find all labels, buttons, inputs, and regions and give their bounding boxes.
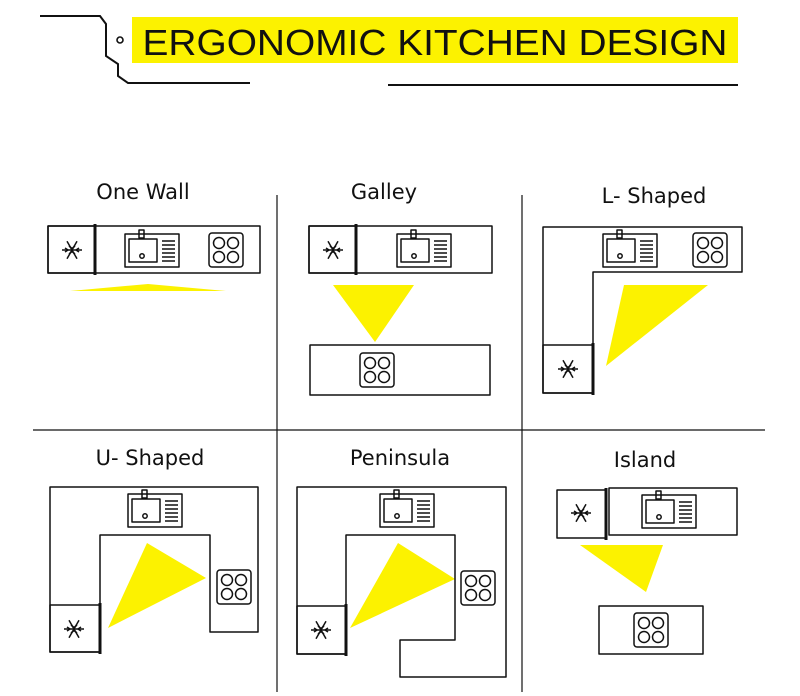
- snowflake-icon: [310, 620, 332, 640]
- counter-opposite: [309, 344, 491, 396]
- work-triangle-galley: [333, 285, 414, 342]
- island-counter: [598, 605, 704, 655]
- stove-icon: [208, 232, 244, 268]
- snowflake-icon: [61, 240, 83, 260]
- sink-icon: [396, 229, 452, 268]
- sink-icon: [124, 229, 180, 268]
- layout-one-wall: [47, 224, 261, 275]
- layout-peninsula: [296, 486, 507, 678]
- layout-label-peninsula: Peninsula: [350, 446, 450, 470]
- work-triangle-l-shaped: [606, 285, 708, 366]
- sink-icon: [127, 489, 183, 528]
- layout-label-u-shaped: U- Shaped: [96, 446, 205, 470]
- layout-u-shaped: [49, 486, 259, 654]
- layout-label-galley: Galley: [351, 180, 417, 204]
- layout-label-l-shaped: L- Shaped: [602, 184, 707, 208]
- snowflake-icon: [63, 619, 85, 639]
- work-triangles: [70, 284, 708, 628]
- snowflake-icon: [557, 359, 579, 379]
- layout-galley: [308, 224, 493, 396]
- sink-icon: [641, 490, 697, 529]
- work-triangle-u-shaped: [108, 543, 206, 628]
- sink-icon: [602, 229, 658, 268]
- snowflake-icon: [570, 503, 592, 523]
- counter: [608, 487, 738, 536]
- header: ERGONOMIC KITCHEN DESIGN: [40, 15, 738, 86]
- snowflake-icon: [322, 240, 344, 260]
- stove-icon: [359, 352, 395, 388]
- stove-icon: [460, 570, 496, 606]
- layout-label-island: Island: [614, 448, 676, 472]
- stove-icon: [692, 232, 728, 268]
- header-decoration-dot: [116, 36, 124, 44]
- work-triangle-peninsula: [350, 543, 455, 628]
- layout-island: [556, 487, 738, 655]
- layout-l-shaped: [542, 226, 743, 395]
- layout-label-one-wall: One Wall: [96, 180, 189, 204]
- sink-icon: [379, 489, 435, 528]
- header-decoration-line: [40, 15, 250, 84]
- work-triangle-one-wall: [70, 284, 226, 291]
- page-title: ERGONOMIC KITCHEN DESIGN: [143, 22, 728, 63]
- stove-icon: [633, 612, 669, 648]
- title-highlight: [132, 17, 738, 63]
- work-triangle-island: [580, 545, 663, 592]
- stove-icon: [216, 569, 252, 605]
- grid-dividers: [33, 195, 765, 692]
